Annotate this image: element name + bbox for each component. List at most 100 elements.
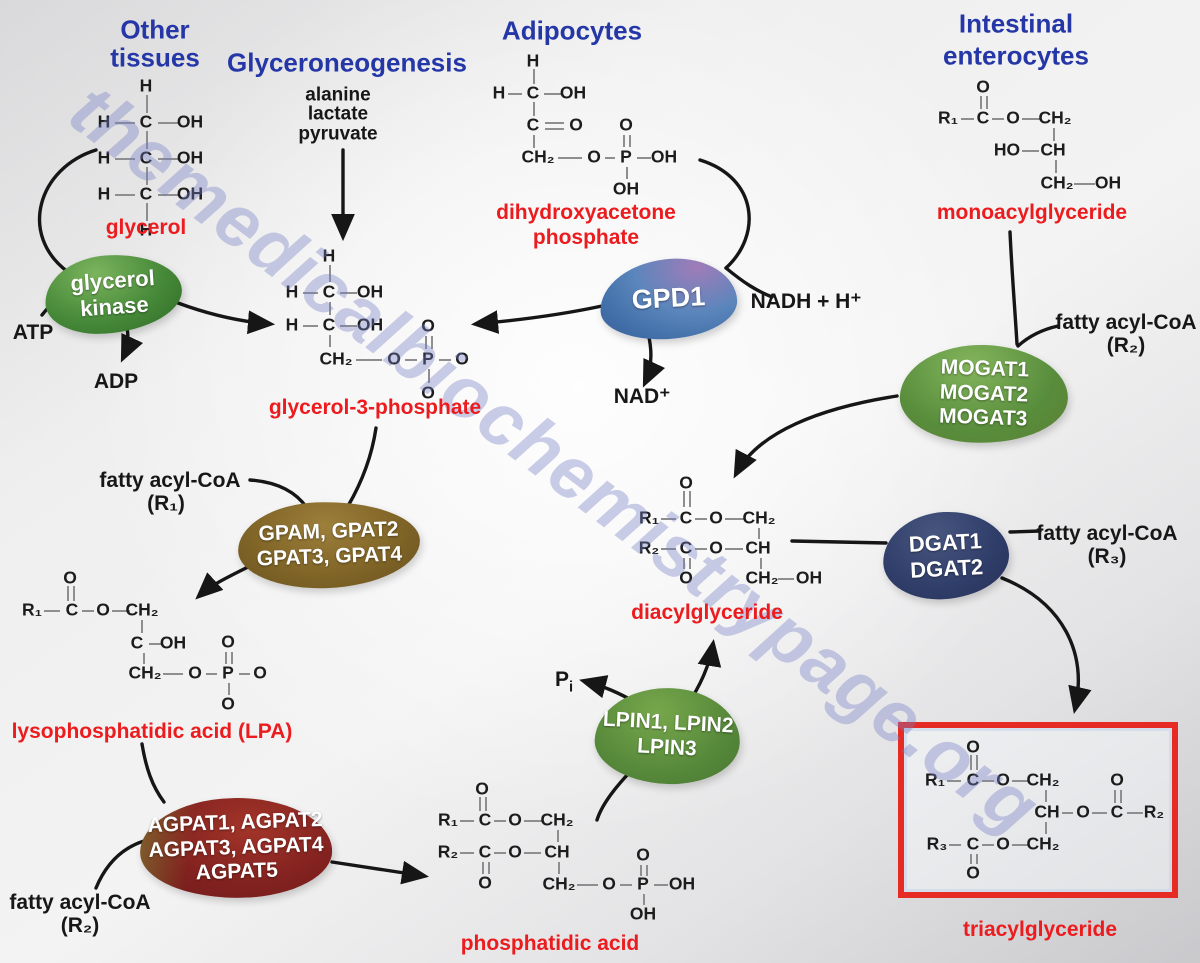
bond [661, 548, 676, 551]
bond [1053, 128, 1056, 141]
bond [1022, 118, 1041, 121]
atom: C [976, 107, 990, 128]
label-diacylglyceride: diacylglyceride [631, 601, 783, 625]
label-dhap-line1: dihydroxyacetone [496, 201, 676, 225]
label-triacylglyceride: triacylglyceride [962, 918, 1118, 942]
arrow-dgat-to-tag [1000, 576, 1092, 714]
label-r3: (R₃) [1087, 545, 1127, 569]
atom: OH [1094, 172, 1122, 193]
bond [778, 578, 794, 581]
bond [725, 548, 743, 551]
atom: CH₂ [540, 809, 574, 830]
atom: R₁ [438, 809, 458, 830]
bond [494, 852, 506, 855]
atom: OH [559, 82, 587, 103]
label-phosphatidic-acid: phosphatidic acid [460, 932, 640, 956]
atom: O [1076, 801, 1090, 822]
label-atp: ATP [12, 321, 54, 345]
atom: O [253, 662, 267, 683]
bond [533, 69, 536, 84]
atom: C [130, 632, 144, 653]
atom: CH₂ [521, 146, 555, 167]
atom: CH [544, 841, 570, 862]
bond [760, 558, 763, 569]
bond [115, 122, 135, 125]
bond [431, 336, 434, 349]
atom: H [139, 219, 153, 240]
atom: O [569, 114, 583, 135]
bond [115, 158, 135, 161]
atom: C [139, 147, 153, 168]
label-r1: (R₁) [147, 492, 185, 516]
bond [428, 369, 431, 383]
bond [1012, 780, 1029, 783]
atom: CH [1034, 801, 1060, 822]
enzyme-label: AGPAT3, AGPAT4 [148, 832, 324, 862]
atom: H [97, 183, 111, 204]
line-dgat-to-facoa-r3 [1008, 529, 1042, 534]
title-intestinal-line1: Intestinal [958, 8, 1074, 39]
bond [1114, 790, 1117, 803]
atom: P [620, 146, 632, 167]
bond [976, 755, 979, 770]
atom: O [455, 348, 469, 369]
enzyme-label: kinase [79, 291, 150, 322]
atom: P [222, 662, 234, 683]
bond [460, 820, 474, 823]
atom: O [221, 693, 235, 714]
atom: R₁ [22, 599, 42, 620]
bond [982, 780, 994, 783]
bond [623, 135, 626, 147]
label-fatty-acyl-coa-3: fatty acyl-CoA [1036, 522, 1178, 546]
title-glyceroneogenesis: Glyceroneogenesis [227, 47, 467, 78]
bond [1062, 812, 1073, 815]
label-pi: Pi [555, 668, 573, 696]
bond [949, 844, 961, 847]
atom: OH [159, 632, 187, 653]
bond [158, 194, 178, 197]
enzyme-label: GPAT3, GPAT4 [256, 542, 403, 571]
atom: C [966, 833, 980, 854]
bond [558, 862, 561, 874]
bond [508, 93, 522, 96]
atom: C [139, 183, 153, 204]
atom: O [636, 844, 650, 865]
title-other-tissues-line2: tissues [110, 42, 200, 73]
bond [460, 852, 474, 855]
line-nadh-to-gpd1 [724, 266, 774, 299]
atom: O [709, 507, 723, 528]
bond [1092, 812, 1107, 815]
enzyme-label: AGPAT5 [195, 858, 279, 885]
label-alanine: alanine [305, 84, 371, 106]
bond [163, 673, 183, 676]
title-adipocytes: Adipocytes [501, 15, 643, 46]
bond [683, 558, 686, 569]
bond [620, 884, 632, 887]
atom: CH₂ [1038, 107, 1072, 128]
bond [356, 359, 382, 362]
line-facoa-r2r-to-mogat [1016, 324, 1060, 348]
arrow-gpat-to-lpa [195, 564, 252, 600]
bond [689, 558, 692, 569]
atom: H [97, 111, 111, 132]
arrow-agpat-to-pa [330, 860, 430, 885]
atom: O [619, 114, 633, 135]
bond [329, 265, 332, 282]
atom: O [508, 841, 522, 862]
bond [524, 820, 542, 823]
bond [485, 797, 488, 811]
atom: C [966, 769, 980, 790]
bond [340, 325, 357, 328]
enzyme-label: GPD1 [630, 281, 706, 315]
bond [654, 884, 668, 887]
atom: O [966, 862, 980, 883]
enzyme-label: DGAT2 [909, 553, 984, 583]
bond [239, 673, 250, 676]
bond [545, 122, 564, 125]
atom: H [322, 245, 336, 266]
atom: R₂ [437, 841, 459, 862]
atom: C [65, 599, 79, 620]
arrow-kinase-to-g3p [176, 301, 276, 335]
atom: OH [176, 111, 204, 132]
